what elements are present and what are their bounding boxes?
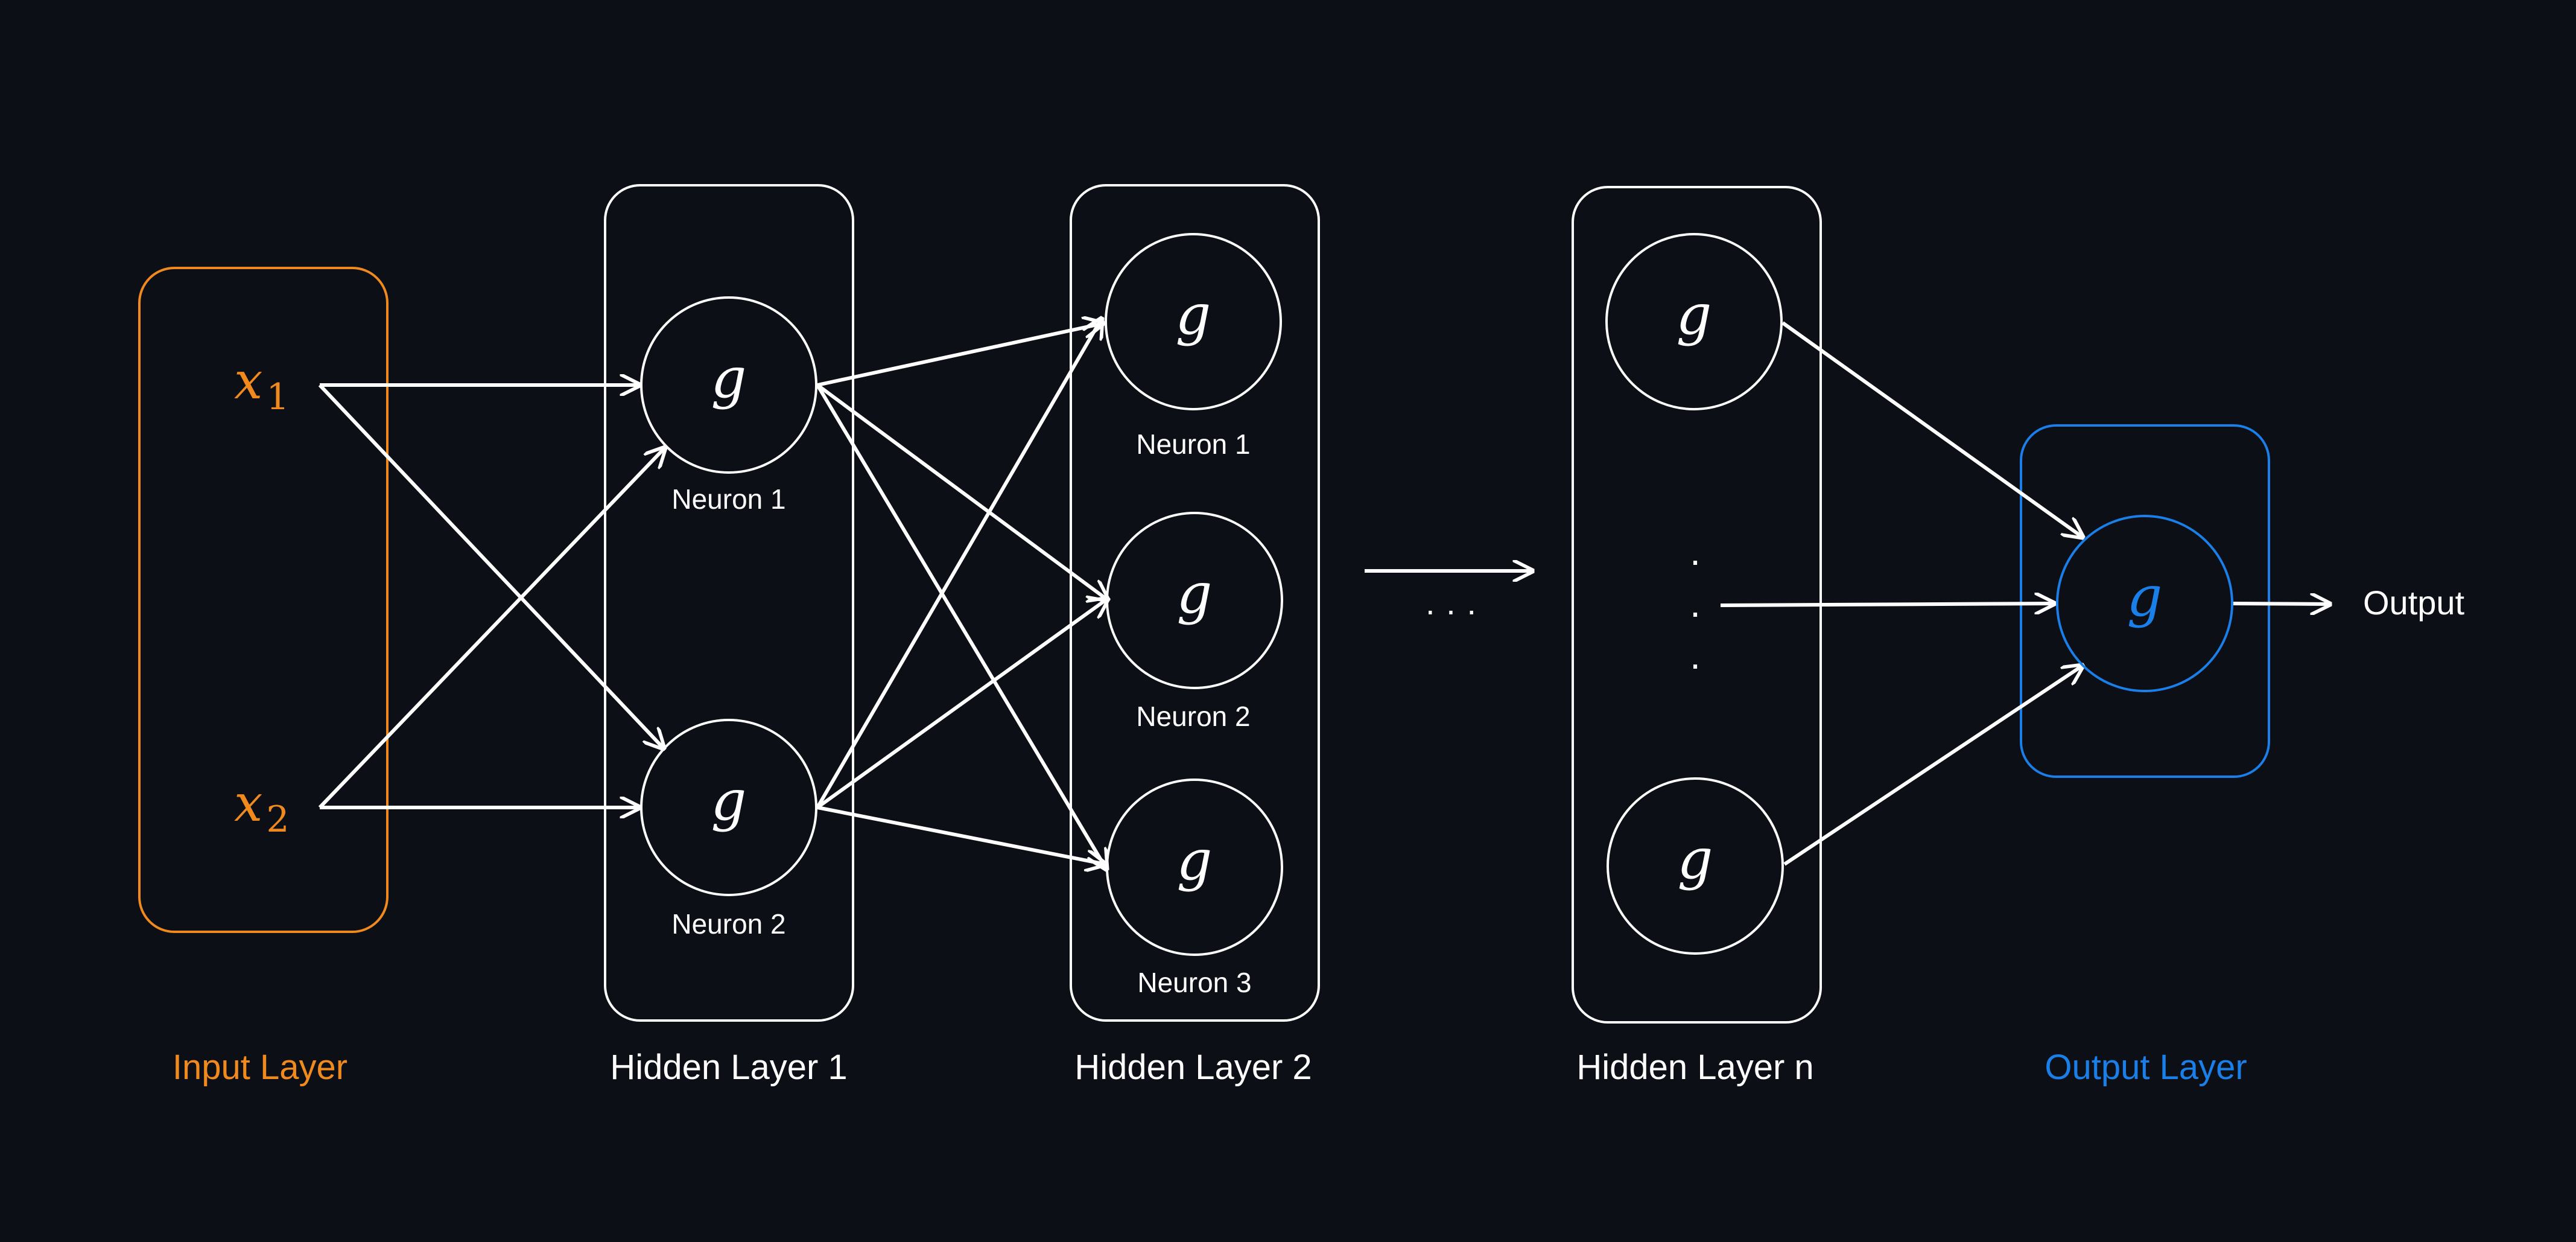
input-x1-subscript: 1	[266, 376, 289, 418]
neuron-output-symbol: g	[2127, 564, 2163, 629]
vertical-ellipsis: · · ·	[1689, 538, 1701, 686]
hidden-layer-2-box	[1070, 184, 1320, 1022]
neuron-h1-2-label: Neuron 2	[671, 908, 785, 940]
edge-output	[2232, 603, 2330, 604]
layer-label-output: Output Layer	[2045, 1048, 2247, 1087]
edge-h1n2-h2n2	[816, 599, 1108, 809]
edge-h1n1-h2n3	[816, 384, 1106, 869]
layer-label-hidden-2: Hidden Layer 2	[1074, 1048, 1312, 1087]
neuron-hn-1-symbol: g	[1677, 282, 1712, 347]
edge-h1n2-h2n1	[816, 319, 1102, 809]
edge-x1-h1n2	[318, 383, 664, 748]
edge-h1n1-h2n2	[816, 383, 1108, 600]
neuron-h1-1-symbol: g	[711, 346, 747, 410]
neuron-h1-1-label: Neuron 1	[671, 483, 785, 515]
hidden-layer-1-box	[604, 184, 854, 1022]
vertical-ellipsis-dot-2: ·	[1689, 590, 1701, 634]
vertical-ellipsis-dot-3: ·	[1689, 642, 1701, 686]
input-x2-subscript: 2	[266, 798, 289, 841]
edge-h1n1-h2n1	[817, 323, 1103, 387]
edge-hnn2-out	[1783, 666, 2083, 866]
horizontal-ellipsis: · · ·	[1424, 591, 1477, 629]
neuron-h2-1-symbol: g	[1176, 282, 1211, 347]
neuron-h1-1	[640, 296, 817, 474]
layer-label-input: Input Layer	[173, 1048, 347, 1087]
layer-label-hidden-n: Hidden Layer n	[1576, 1048, 1813, 1087]
layer-label-hidden-1: Hidden Layer 1	[610, 1048, 847, 1087]
layer-labels: Input Layer Hidden Layer 1 Hidden Layer …	[173, 1048, 2247, 1087]
neuron-hn-1	[1605, 233, 1783, 410]
neuron-h2-2-label: Neuron 2	[1136, 701, 1250, 732]
vertical-ellipsis-dot-1: ·	[1689, 538, 1701, 582]
input-layer-box	[138, 267, 389, 933]
neuron-labels: Neuron 1 Neuron 2 Neuron 1 Neuron 2 Neur…	[671, 428, 1251, 998]
edge-h1n2-h2n3	[817, 806, 1105, 864]
neuron-h1-2	[640, 719, 817, 896]
connections	[318, 319, 2330, 869]
neuron-h2-1-label: Neuron 1	[1136, 428, 1250, 460]
neuron-h2-1	[1105, 233, 1282, 410]
neuron-h2-2	[1106, 512, 1283, 689]
neuron-h1-2-symbol: g	[711, 768, 747, 833]
edge-x2-h1n1	[318, 448, 665, 809]
edge-hnn1-out	[1781, 321, 2083, 537]
neuron-output	[2056, 515, 2233, 692]
neuron-h2-3	[1106, 779, 1283, 956]
edge-hnmid-out	[1720, 603, 2054, 605]
neuron-h2-3-symbol: g	[1177, 828, 1213, 893]
output-text: Output	[2363, 584, 2465, 622]
neuron-hn-2-symbol: g	[1678, 827, 1713, 891]
neuron-symbols: g g g g g g g g	[711, 282, 2163, 893]
neuron-hn-2	[1607, 777, 1784, 955]
neuron-h2-2-symbol: g	[1177, 561, 1213, 626]
output-layer-box	[2020, 424, 2270, 778]
neuron-h2-3-label: Neuron 3	[1137, 967, 1251, 998]
neurons	[640, 233, 2233, 956]
